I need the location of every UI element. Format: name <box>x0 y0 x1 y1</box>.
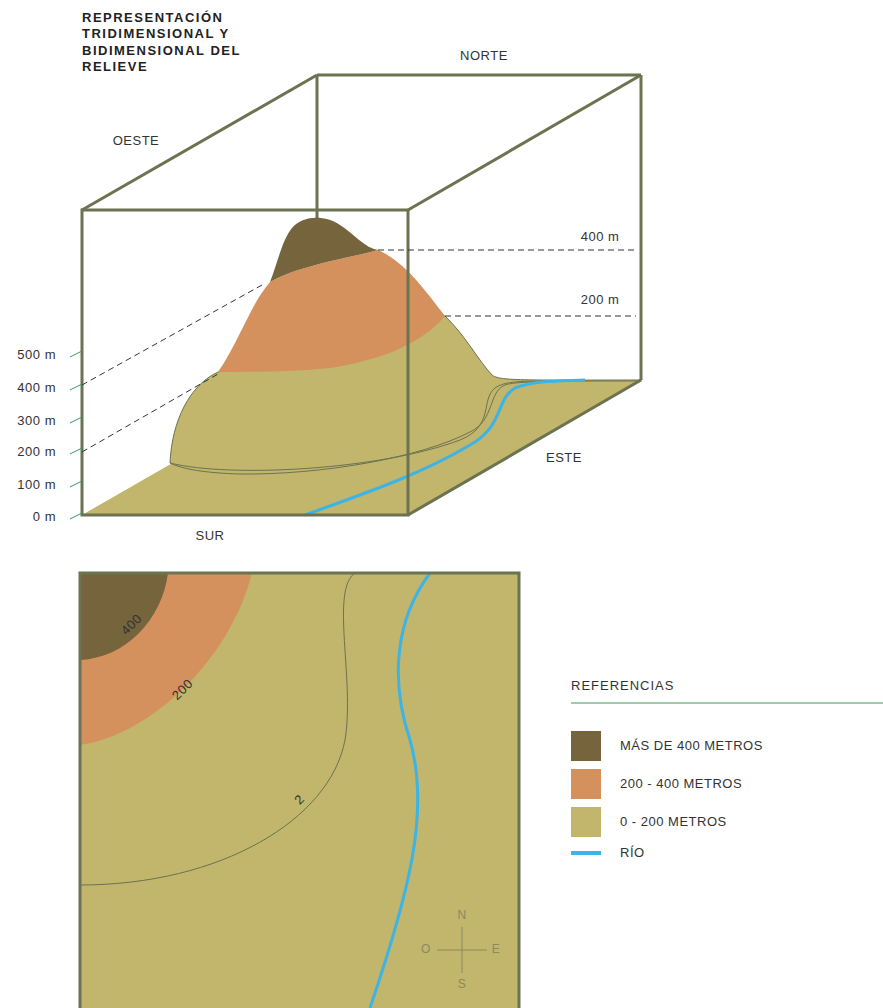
compass-letter: S <box>458 978 467 992</box>
scale-ticks <box>70 351 82 519</box>
block-frame <box>82 75 641 515</box>
level-label: 200 m <box>581 293 620 308</box>
map-middle-zone <box>80 573 252 745</box>
legend-text: 200 - 400 METROS <box>620 777 742 792</box>
map-summit-zone <box>80 573 168 660</box>
middle-zone <box>218 250 445 372</box>
contour-value: 2 <box>292 792 308 808</box>
legend-rule <box>571 703 883 704</box>
summit-zone <box>270 218 378 282</box>
compass-letter: N <box>457 909 466 923</box>
legend-text: 0 - 200 METROS <box>620 815 727 830</box>
direction-label: SUR <box>196 529 225 544</box>
map-contour <box>80 573 355 885</box>
direction-label: ESTE <box>546 451 582 466</box>
scale-label: 300 m <box>17 414 56 429</box>
compass-cross <box>437 927 487 973</box>
legend-river-sample <box>571 851 601 855</box>
contour-value: 200 <box>170 677 197 704</box>
legend-swatch <box>571 769 601 799</box>
direction-label: OESTE <box>113 134 160 149</box>
compass-letter: E <box>492 943 501 957</box>
compass-letter: O <box>421 943 431 957</box>
scale-label: 100 m <box>17 478 56 493</box>
level-label: 400 m <box>581 230 620 245</box>
legend-heading: REFERENCIAS <box>571 679 674 694</box>
contour-value: 400 <box>119 612 146 639</box>
legend-text: MÁS DE 400 METROS <box>620 739 763 754</box>
map-ground <box>80 573 519 1008</box>
level-lines <box>82 250 636 452</box>
scale-label: 0 m <box>33 510 56 525</box>
scale-label: 400 m <box>17 381 56 396</box>
direction-label: NORTE <box>460 49 508 64</box>
map-river <box>370 573 430 1008</box>
contour-line <box>170 381 560 470</box>
legend-swatch <box>571 807 601 837</box>
scale-label: 500 m <box>17 348 56 363</box>
legend-text: RÍO <box>620 846 645 861</box>
scale-label: 200 m <box>17 445 56 460</box>
diagram-title: REPRESENTACIÓN TRIDIMENSIONAL Y BIDIMENS… <box>82 10 282 75</box>
map-frame <box>80 573 519 1008</box>
legend-swatch <box>571 731 601 761</box>
box-edge <box>316 75 319 240</box>
